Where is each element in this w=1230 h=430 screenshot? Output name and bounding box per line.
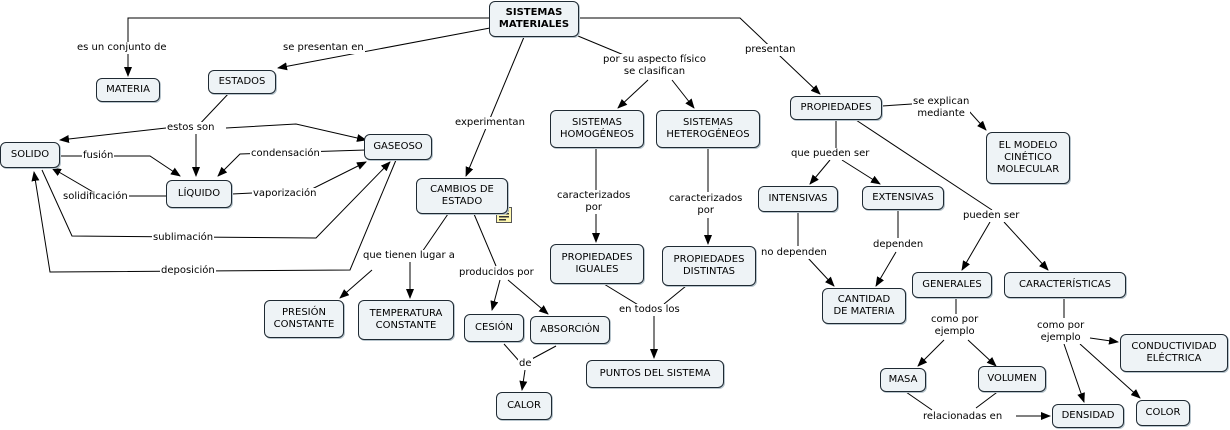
- node-estados[interactable]: ESTADOS: [208, 70, 276, 94]
- edge-vol-rel: [975, 389, 1001, 409]
- edge-iguales-todos: [603, 283, 641, 307]
- edge-pueden2-generales: [961, 221, 991, 271]
- label-condensacion: condensación: [250, 148, 321, 160]
- node-solido[interactable]: SOLIDO: [0, 142, 60, 168]
- edge-nodep-cantidad: [807, 257, 835, 287]
- edge-tienen-presion: [339, 269, 373, 299]
- node-presion-constante[interactable]: PRESIÓN CONSTANTE: [264, 300, 344, 338]
- edge-fusion: [60, 155, 181, 177]
- node-sistemas-homogeneos[interactable]: SISTEMAS HOMOGÉNEOS: [550, 110, 644, 148]
- label-vaporizacion: vaporización: [252, 188, 318, 200]
- node-extensivas[interactable]: EXTENSIVAS: [862, 186, 944, 210]
- edge-distintas-todos: [663, 285, 687, 305]
- node-propiedades-distintas[interactable]: PROPIEDADES DISTINTAS: [662, 246, 756, 286]
- edge-root-materia: [124, 17, 490, 77]
- edge-dep-cantidad: [875, 251, 897, 287]
- edge-condensacion: [217, 149, 367, 177]
- label-sublimacion: sublimación: [152, 232, 215, 244]
- label-deposicion: deposición: [160, 265, 216, 277]
- node-densidad[interactable]: DENSIDAD: [1052, 404, 1124, 428]
- node-color[interactable]: COLOR: [1136, 400, 1190, 426]
- node-temperatura-constante[interactable]: TEMPERATURA CONSTANTE: [358, 300, 454, 340]
- edge-absorcion-de: [529, 345, 557, 361]
- edge-ejemplo2-densidad: [1063, 343, 1085, 403]
- node-generales[interactable]: GENERALES: [912, 272, 992, 298]
- edge-masa-rel: [905, 391, 933, 411]
- node-absorcion[interactable]: ABSORCIÓN: [530, 316, 610, 344]
- label-de: de: [518, 358, 533, 370]
- edge-estos-solido: [59, 127, 167, 143]
- node-intensivas[interactable]: INTENSIVAS: [758, 186, 838, 212]
- edge-root-propiedades: [578, 17, 821, 95]
- edge-pueden2-caract: [1003, 221, 1049, 271]
- edge-root-estados: [277, 27, 491, 71]
- label-no-dependen: no dependen: [760, 247, 828, 259]
- label-es-un-conjunto-de: es un conjunto de: [76, 42, 168, 54]
- node-caracteristicas[interactable]: CARACTERÍSTICAS: [1004, 272, 1126, 298]
- edge-clasif-homog: [617, 79, 649, 109]
- node-cesion[interactable]: CESIÓN: [464, 314, 524, 342]
- edge-clasif-heterog: [671, 79, 695, 109]
- edge-estos-gaseoso: [225, 123, 367, 142]
- edge-deposicion: [31, 159, 397, 273]
- label-caracterizados-por-2: caracterizados por: [668, 193, 744, 217]
- label-solidificacion: solidificación: [62, 191, 129, 203]
- label-experimentan: experimentan: [454, 117, 526, 129]
- node-liquido[interactable]: LÍQUIDO: [166, 180, 232, 208]
- label-como-por-ejemplo-2: como por ejemplo: [1036, 320, 1086, 344]
- edge-ejemplo2-conduct: [1089, 336, 1119, 345]
- node-propiedades-iguales[interactable]: PROPIEDADES IGUALES: [550, 244, 644, 284]
- label-dependen: dependen: [872, 239, 925, 251]
- node-sistemas-heterogeneos[interactable]: SISTEMAS HETEROGÉNEOS: [656, 110, 760, 148]
- edge-producidos-cesion: [490, 279, 501, 311]
- node-sistemas-materiales[interactable]: SISTEMAS MATERIALES: [489, 1, 579, 37]
- label-como-por-ejemplo-1: como por ejemplo: [930, 314, 980, 338]
- node-propiedades[interactable]: PROPIEDADES: [790, 96, 882, 120]
- node-masa[interactable]: MASA: [880, 368, 926, 392]
- edge-root-cambios: [465, 36, 525, 177]
- label-relacionadas-en: relacionadas en: [922, 411, 1004, 423]
- label-caracterizados-por-1: caracterizados por: [556, 190, 632, 214]
- label-estos-son: estos son: [166, 122, 216, 134]
- edge-pueden-extensivas: [841, 159, 881, 185]
- edge-explican-modelo: [967, 109, 987, 131]
- node-modelo-cinetico[interactable]: EL MODELO CINÉTICO MOLECULAR: [986, 132, 1070, 184]
- label-producidos-por: producidos por: [458, 267, 535, 279]
- edge-cambios-tienen: [421, 213, 449, 253]
- label-pueden-ser: pueden ser: [962, 210, 1021, 222]
- node-cambios-de-estado[interactable]: CAMBIOS DE ESTADO: [416, 178, 508, 214]
- label-que-pueden-ser: que pueden ser: [790, 148, 871, 160]
- node-cantidad-de-materia[interactable]: CANTIDAD DE MATERIA: [822, 288, 906, 324]
- edge-ejemplo-masa: [917, 339, 945, 367]
- node-conductividad-electrica[interactable]: CONDUCTIVIDAD ELÉCTRICA: [1120, 334, 1228, 372]
- label-en-todos-los: en todos los: [618, 304, 681, 316]
- node-puntos-del-sistema[interactable]: PUNTOS DEL SISTEMA: [586, 360, 724, 388]
- edge-prop-pueden2: [855, 119, 993, 211]
- label-aspecto-fisico: por su aspecto físico se clasifican: [602, 54, 707, 78]
- node-materia[interactable]: MATERIA: [96, 78, 160, 102]
- edge-cambios-producidos: [473, 213, 497, 267]
- label-se-explican-mediante: se explican mediante: [912, 96, 971, 120]
- node-calor[interactable]: CALOR: [496, 392, 552, 420]
- label-fusion: fusión: [82, 150, 115, 162]
- edge-pueden-intensivas: [809, 159, 831, 185]
- label-se-presentan-en: se presentan en: [282, 42, 365, 54]
- edge-cesion-de: [503, 343, 521, 363]
- edge-ejemplo-volumen: [967, 339, 997, 367]
- label-que-tienen-lugar-a: que tienen lugar a: [362, 250, 456, 262]
- edge-producidos-absorcion: [507, 279, 549, 315]
- edge-prop-explican: [881, 103, 913, 107]
- node-volumen[interactable]: VOLUMEN: [978, 366, 1046, 392]
- node-gaseoso[interactable]: GASEOSO: [364, 134, 432, 160]
- edge-de-calor: [519, 369, 528, 391]
- edge-ejemplo2-color: [1079, 343, 1141, 399]
- label-presentan: presentan: [744, 44, 797, 56]
